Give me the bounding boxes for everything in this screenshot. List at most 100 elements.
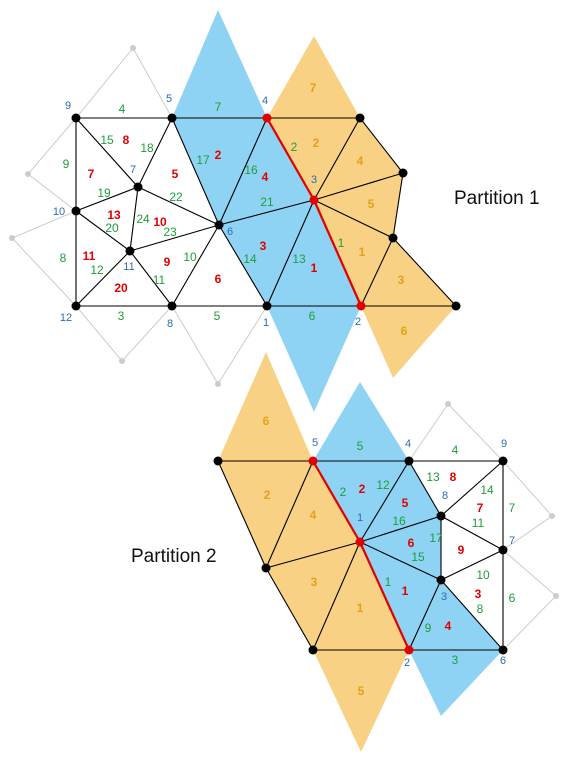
node (308, 645, 318, 655)
edge-label: 1 (338, 236, 345, 250)
vertex-label: 9 (501, 438, 507, 450)
edge-label: 20 (105, 221, 119, 235)
ghost-triangle-label: 7 (310, 81, 317, 95)
triangle-label: 6 (408, 536, 415, 550)
node (498, 456, 508, 466)
vertex-label: 1 (263, 317, 269, 329)
cut-node (309, 195, 319, 205)
vertex-label: 6 (500, 655, 506, 667)
ghost-triangle-label: 5 (358, 684, 365, 698)
edge-label: 8 (60, 251, 67, 265)
node (167, 113, 177, 123)
vertex-label: 11 (123, 261, 134, 273)
edge-label: 8 (477, 602, 484, 616)
node (167, 301, 177, 311)
node (436, 511, 446, 521)
edge-label: 14 (480, 483, 494, 497)
vertex-label: 5 (166, 93, 172, 105)
ghost-triangle-label: 1 (357, 601, 364, 615)
edge-label: 19 (97, 186, 111, 200)
vertex-label: 3 (311, 174, 317, 186)
node (398, 168, 408, 178)
node (404, 456, 414, 466)
partition-1-nodes (71, 113, 461, 311)
triangle-label: 13 (107, 208, 121, 222)
edge-label: 2 (291, 140, 298, 154)
partition-2-cut-edges (312, 460, 411, 651)
partition-2-ghost-edges (408, 401, 559, 651)
edge-label: 16 (244, 163, 258, 177)
triangle-label: 4 (262, 170, 269, 184)
edge-label: 5 (357, 439, 364, 453)
edge-label: 14 (243, 252, 257, 266)
triangle-label: 3 (260, 239, 267, 253)
node (261, 563, 271, 573)
ghost-triangle-label: 3 (311, 575, 318, 589)
triangle-label: 9 (458, 543, 465, 557)
ghost-triangle-label: 5 (368, 197, 375, 211)
vertex-label: 12 (60, 312, 72, 324)
triangle-label: 6 (215, 272, 222, 286)
ghost-triangle-label: 2 (313, 136, 320, 150)
vertex-label: 9 (65, 100, 71, 112)
triangle-label: 3 (475, 587, 482, 601)
ghost-triangle-label: 1 (359, 245, 366, 259)
vertex-label: 8 (442, 490, 448, 502)
triangle-label: 7 (88, 167, 95, 181)
partition-1-mesh-edges (75, 117, 457, 307)
edge-label: 15 (100, 133, 114, 147)
cut-node (308, 456, 318, 466)
partition-2-title: Partition 2 (131, 546, 217, 567)
node (436, 575, 446, 585)
vertex-label: 2 (404, 657, 410, 669)
ghost-triangle-label: 6 (401, 324, 408, 338)
triangle-label: 20 (114, 281, 128, 295)
edge-label: 10 (476, 568, 490, 582)
node (71, 113, 81, 123)
partition-1-blue-region (172, 10, 361, 412)
vertex-label: 6 (227, 226, 233, 238)
edge-label: 13 (292, 252, 306, 266)
vertex-label: 8 (167, 318, 173, 330)
triangle-label: 8 (450, 470, 457, 484)
triangle-label: 7 (477, 501, 484, 515)
ghost-triangle-label: 2 (264, 488, 271, 502)
cut-node (355, 537, 365, 547)
node (355, 113, 365, 123)
edge-label: 5 (214, 309, 221, 323)
node (71, 301, 81, 311)
vertex-label: 3 (441, 591, 447, 603)
edge-label: 4 (452, 443, 459, 457)
partition-2-labels: 1234567891234567891011121314151617123456… (263, 414, 516, 698)
triangle-label: 11 (83, 249, 96, 263)
edge-label: 4 (119, 102, 126, 116)
edge-label: 18 (140, 141, 154, 155)
node (451, 301, 461, 311)
cut-node (356, 301, 366, 311)
edge-label: 3 (452, 653, 459, 667)
cut-node (262, 113, 272, 123)
triangle-label: 8 (123, 133, 130, 147)
triangle-label: 10 (153, 215, 167, 229)
node (498, 645, 508, 655)
node (133, 182, 143, 192)
edge-label: 9 (425, 621, 432, 635)
ghost-triangle-label: 6 (263, 414, 270, 428)
node (213, 456, 223, 466)
edge-label: 17 (429, 531, 443, 545)
edge-label: 11 (153, 273, 166, 287)
edge-label: 11 (472, 516, 485, 530)
vertex-label: 4 (262, 95, 268, 107)
edge-label: 12 (90, 263, 104, 277)
edge-label: 7 (215, 100, 222, 114)
ghost-triangle-label: 4 (357, 154, 364, 168)
edge-label: 6 (309, 309, 316, 323)
triangle-label: 1 (311, 261, 318, 275)
edge-label: 13 (426, 470, 440, 484)
node (71, 206, 81, 216)
edge-label: 2 (340, 485, 347, 499)
vertex-label: 7 (130, 164, 136, 176)
vertex-label: 1 (357, 512, 363, 524)
partition-2-nodes (213, 456, 508, 655)
